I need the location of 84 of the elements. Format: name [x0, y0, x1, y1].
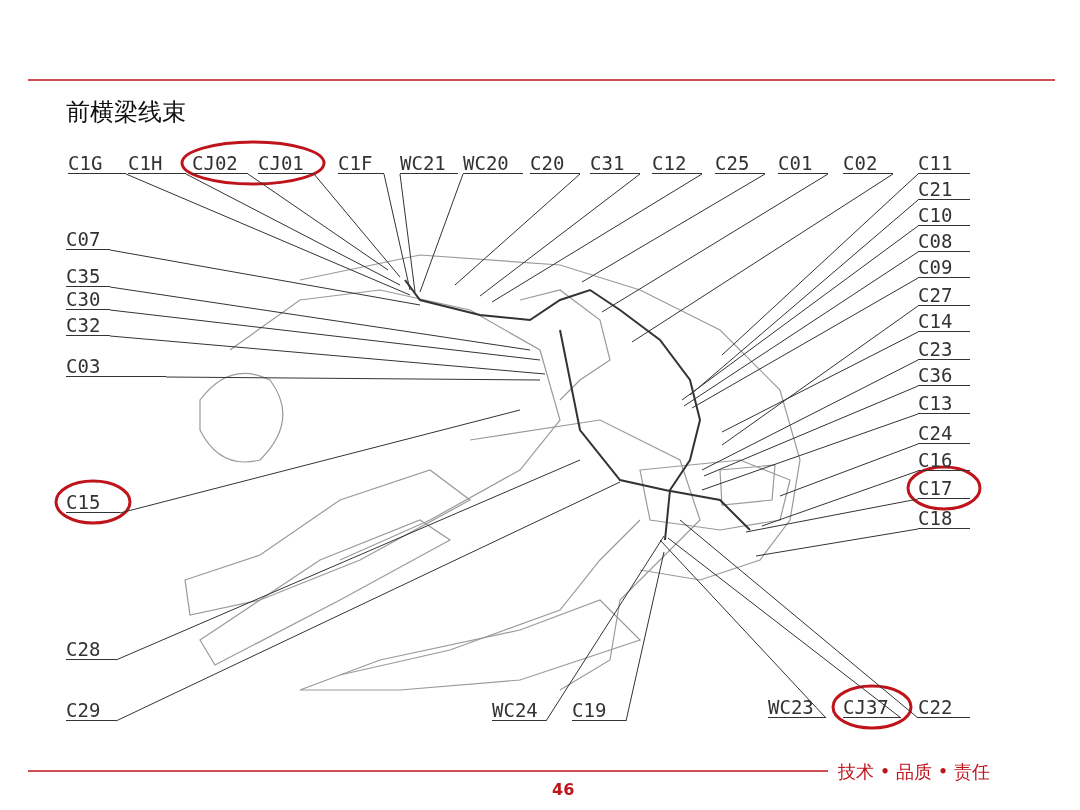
leader-line [761, 470, 919, 527]
callout-label: C13 [918, 392, 970, 414]
leader-line [313, 173, 401, 278]
leader-line [721, 331, 919, 433]
callout-label: WC24 [492, 699, 546, 721]
leader-line [115, 481, 621, 722]
leader-line [701, 359, 919, 471]
leader-line [631, 173, 894, 343]
callout-label: WC20 [463, 152, 523, 174]
page-title: 前横梁线束 [66, 97, 186, 128]
callout-label: C10 [918, 204, 970, 226]
callout-label: C1F [338, 152, 384, 174]
leader-line [721, 305, 919, 446]
leader-line [701, 413, 919, 491]
leader-line [581, 173, 766, 283]
callout-label: C14 [918, 310, 970, 332]
callout-label: C07 [66, 228, 110, 250]
leader-line [625, 551, 665, 722]
callout-label: C36 [918, 364, 970, 386]
leader-line [109, 335, 546, 375]
callout-label: C09 [918, 256, 970, 278]
callout-label: C32 [66, 314, 110, 336]
leader-line [491, 173, 703, 303]
leader-line [109, 309, 541, 361]
callout-label: C11 [918, 152, 970, 174]
leader-line [691, 277, 919, 409]
leader-line [683, 251, 919, 407]
leader-line [109, 286, 531, 351]
leader-line [659, 539, 827, 719]
leader-line [165, 376, 541, 381]
callout-label: C15 [66, 491, 120, 513]
callout-label: C27 [918, 284, 970, 306]
leader-line [383, 173, 411, 291]
callout-label: C24 [918, 422, 970, 444]
callout-label: C02 [843, 152, 893, 174]
leader-line [601, 173, 829, 313]
leader-line [479, 173, 641, 297]
footer-slogan: 技术 • 品质 • 责任 [838, 760, 991, 784]
callout-label: CJ02 [192, 152, 248, 174]
callout-label: C18 [918, 507, 970, 529]
leader-line [667, 537, 902, 719]
leader-line [545, 535, 665, 722]
callout-label: C23 [918, 338, 970, 360]
callout-label: WC23 [768, 696, 826, 718]
leader-line [454, 173, 581, 286]
callout-label: C08 [918, 230, 970, 252]
leader-line [745, 498, 919, 533]
callout-label: C21 [918, 178, 970, 200]
callout-label: C30 [66, 288, 110, 310]
leader-line [703, 385, 919, 477]
leader-line [247, 173, 389, 271]
callout-label: C1G [68, 152, 126, 174]
leader-line [109, 249, 421, 306]
leader-line [779, 443, 919, 497]
page-number: 46 [552, 780, 575, 799]
leader-line [419, 173, 464, 293]
callout-label: C17 [918, 477, 970, 499]
leader-line [679, 519, 919, 719]
callout-label: C16 [918, 449, 970, 471]
callout-label: CJ37 [843, 696, 901, 718]
leader-line [185, 173, 401, 286]
callout-label: C1H [128, 152, 186, 174]
callout-label: WC21 [400, 152, 458, 174]
callout-label: C31 [590, 152, 640, 174]
callout-label: C25 [715, 152, 765, 174]
leader-line [681, 225, 919, 401]
callout-label: CJ01 [258, 152, 314, 174]
callout-label: C19 [572, 699, 626, 721]
callout-label: C28 [66, 638, 116, 660]
leader-line [399, 173, 416, 293]
leader-line [721, 173, 919, 356]
leader-line [115, 459, 581, 661]
leader-line [689, 199, 919, 396]
callout-label: C22 [918, 696, 970, 718]
leader-line [125, 173, 411, 296]
callout-label: C03 [66, 355, 166, 377]
callout-label: C20 [530, 152, 580, 174]
callout-label: C35 [66, 265, 110, 287]
callout-label: C29 [66, 699, 116, 721]
leader-line [755, 528, 919, 557]
car-front-structure-drawing [184, 254, 801, 691]
leader-line [119, 409, 521, 514]
callout-label: C12 [652, 152, 702, 174]
callout-label: C01 [778, 152, 828, 174]
